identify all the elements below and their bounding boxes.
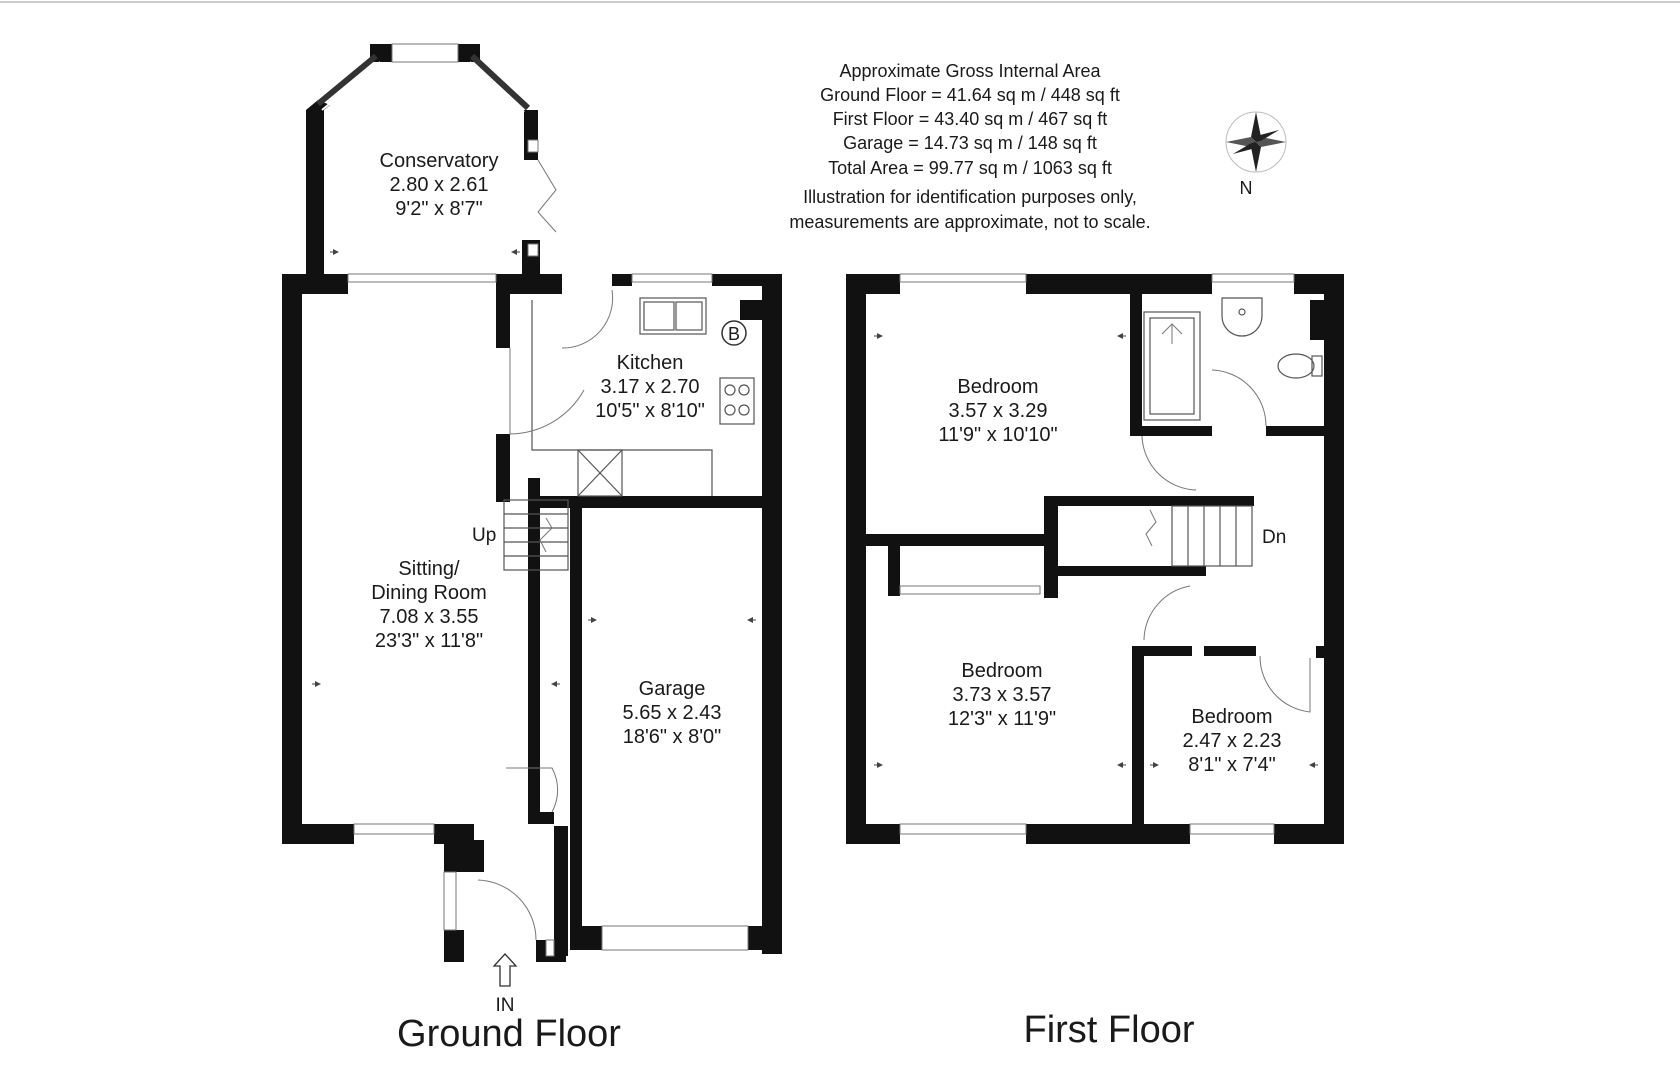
- area-ground-floor: Ground Floor = 41.64 sq m / 448 sq ft: [820, 85, 1120, 105]
- ground-floor-doors: [477, 289, 614, 941]
- stairs-up: Up: [472, 499, 569, 571]
- bedroom-1-imperial: 11'9" x 10'10": [938, 424, 1057, 446]
- ground-dimension-arrows: [312, 249, 756, 687]
- first-floor-windows: [899, 273, 1295, 835]
- compass-rose-icon: [1225, 111, 1287, 173]
- bedroom-1-label: Bedroom 3.57 x 3.29 11'9" x 10'10": [938, 376, 1057, 446]
- conservatory-metric: 2.80 x 2.61: [390, 174, 489, 196]
- entrance-label: IN: [496, 995, 515, 1016]
- conservatory-imperial: 9'2" x 8'7": [395, 198, 482, 220]
- area-info: Approximate Gross Internal Area Ground F…: [789, 61, 1150, 232]
- boiler-icon: [721, 320, 747, 346]
- bedroom-2-metric: 3.73 x 3.57: [953, 684, 1052, 706]
- ground-floor-walls: [282, 274, 782, 962]
- stairs-up-label: Up: [472, 525, 496, 546]
- first-floor-title: First Floor: [1024, 1009, 1195, 1051]
- sitting-room-metric: 7.08 x 3.55: [380, 606, 479, 628]
- kitchen-label: Kitchen 3.17 x 2.70 10'5" x 8'10": [595, 352, 705, 422]
- first-floor-doors: [1141, 369, 1311, 713]
- sitting-room-imperial: 23'3" x 11'8": [375, 630, 483, 652]
- stairs-down: Dn: [1145, 505, 1286, 567]
- first-dimension-arrows: [874, 333, 1318, 768]
- bathroom-fittings: [1143, 297, 1323, 421]
- ground-floor-windows: [347, 273, 749, 957]
- bedroom-3-imperial: 8'1" x 7'4": [1188, 754, 1275, 776]
- sitting-room-name-1: Sitting/: [398, 558, 460, 580]
- garage-metric: 5.65 x 2.43: [623, 702, 722, 724]
- kitchen-name: Kitchen: [617, 352, 684, 374]
- disclaimer-line-2: measurements are approximate, not to sca…: [789, 212, 1150, 232]
- compass-label: N: [1240, 178, 1253, 198]
- bedroom-2-label: Bedroom 3.73 x 3.57 12'3" x 11'9": [948, 660, 1056, 730]
- bedroom-3-name: Bedroom: [1191, 706, 1272, 728]
- boiler-label: B: [728, 324, 740, 344]
- bedroom-3-metric: 2.47 x 2.23: [1183, 730, 1282, 752]
- bedroom-3-label: Bedroom 2.47 x 2.23 8'1" x 7'4": [1183, 706, 1282, 776]
- bedroom-2-imperial: 12'3" x 11'9": [948, 708, 1056, 730]
- kitchen-fittings: B: [531, 297, 755, 497]
- bedroom-1-name: Bedroom: [957, 376, 1038, 398]
- disclaimer-line-1: Illustration for identification purposes…: [803, 187, 1137, 207]
- area-title: Approximate Gross Internal Area: [839, 61, 1101, 81]
- kitchen-metric: 3.17 x 2.70: [601, 376, 700, 398]
- ground-floor-title: Ground Floor: [397, 1013, 621, 1055]
- garage-imperial: 18'6" x 8'0": [623, 726, 722, 748]
- garage-name: Garage: [639, 678, 706, 700]
- conservatory-label: Conservatory 2.80 x 2.61 9'2" x 8'7": [380, 150, 499, 220]
- sitting-room-name-2: Dining Room: [371, 582, 487, 604]
- garage-label: Garage 5.65 x 2.43 18'6" x 8'0": [623, 678, 722, 748]
- ground-floor-plan: B Up IN: [282, 43, 782, 1055]
- kitchen-imperial: 10'5" x 8'10": [595, 400, 705, 422]
- entrance-arrow-icon: [492, 953, 518, 987]
- area-total: Total Area = 99.77 sq m / 1063 sq ft: [828, 158, 1112, 178]
- bedroom-1-metric: 3.57 x 3.29: [949, 400, 1048, 422]
- bedroom-2-name: Bedroom: [961, 660, 1042, 682]
- stairs-down-label: Dn: [1262, 527, 1286, 548]
- first-floor-walls: [846, 274, 1344, 844]
- area-first-floor: First Floor = 43.40 sq m / 467 sq ft: [833, 109, 1108, 129]
- first-floor-plan: Dn Bedroom 3.57 x 3.29 11'9" x 10'10" Be…: [846, 273, 1344, 1051]
- sitting-room-label: Sitting/ Dining Room 7.08 x 3.55 23'3" x…: [371, 558, 487, 652]
- conservatory-name: Conservatory: [380, 150, 499, 172]
- conservatory-walls: [306, 43, 557, 276]
- area-garage: Garage = 14.73 sq m / 148 sq ft: [843, 133, 1097, 153]
